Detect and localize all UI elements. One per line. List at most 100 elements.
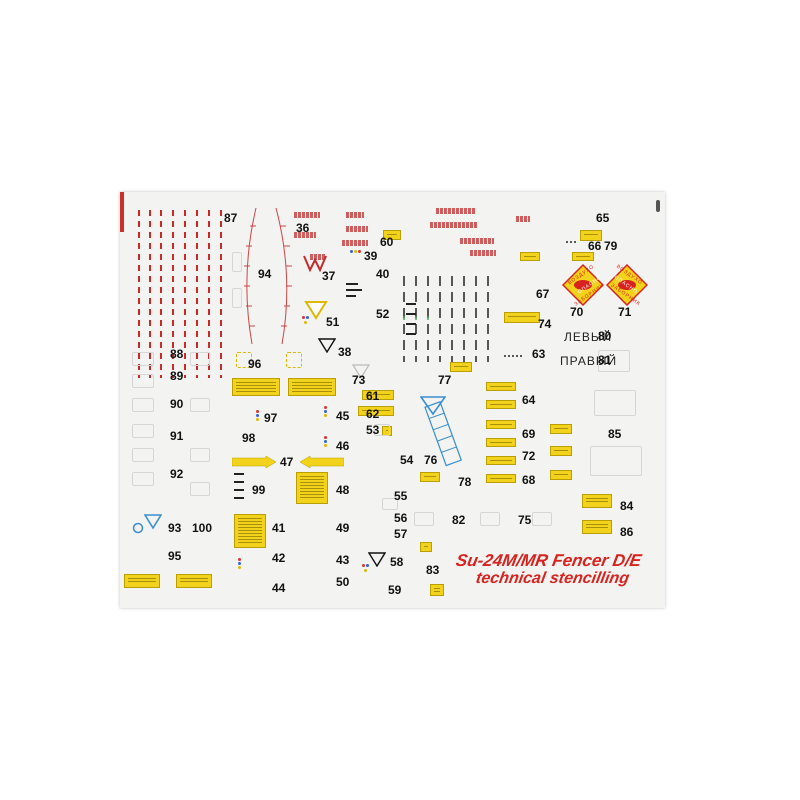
yellow-stencil-plate — [450, 362, 472, 372]
decal-number: 62 — [366, 407, 380, 421]
decal-number: 47 — [280, 455, 294, 469]
white-decal-outline — [232, 252, 242, 272]
yellow-stencil-plate — [582, 494, 612, 508]
decal-number: 49 — [336, 521, 350, 535]
white-decal-outline — [480, 512, 500, 526]
white-decal-outline — [594, 390, 636, 416]
sheet-pin — [656, 200, 660, 212]
decal-number: 79 — [604, 239, 618, 253]
decal-number: 52 — [376, 307, 390, 321]
decal-number: 50 — [336, 575, 350, 589]
decal-number: 99 — [252, 483, 266, 497]
decal-number: 89 — [170, 369, 184, 383]
air-intake-danger-diamond-left — [562, 264, 604, 306]
white-decal-outline — [190, 398, 210, 412]
blue-triangle-marker — [420, 396, 446, 416]
white-decal-outline — [590, 446, 642, 476]
red-stencil-text — [310, 254, 326, 260]
decal-number: 72 — [522, 449, 536, 463]
red-stencil-text — [516, 216, 530, 222]
color-dot-marker — [350, 250, 361, 260]
decal-number: 46 — [336, 439, 350, 453]
yellow-stencil-plate — [234, 514, 266, 548]
air-intake-danger-diamond-right — [606, 264, 648, 306]
decal-number: 100 — [192, 521, 213, 535]
yellow-stencil-plate — [420, 472, 440, 482]
label-right: ПРАВЫЙ — [560, 354, 618, 368]
red-stencil-text — [430, 222, 478, 228]
decal-number: 75 — [518, 513, 532, 527]
decal-number: 82 — [452, 513, 466, 527]
decal-number: 57 — [394, 527, 408, 541]
decal-number: 38 — [338, 345, 352, 359]
yellow-stencil-plate — [486, 474, 516, 483]
white-decal-outline — [132, 374, 154, 388]
color-dot-marker — [324, 406, 334, 417]
white-decal-outline — [532, 512, 552, 526]
color-dot-marker — [324, 436, 334, 447]
sheet-title: Su-24M/MR Fencer D/E — [454, 551, 643, 570]
decal-number: 68 — [522, 473, 536, 487]
decal-number: 94 — [258, 267, 272, 281]
curved-scale-marks — [244, 207, 292, 345]
yellow-stencil-plate — [383, 230, 401, 240]
decal-number: 44 — [272, 581, 286, 595]
color-dot-marker — [302, 316, 312, 326]
yellow-stencil-plate — [232, 378, 280, 396]
yellow-stencil-plate — [572, 252, 594, 261]
red-stencil-text — [460, 238, 494, 244]
decal-number: 73 — [352, 373, 366, 387]
white-decal-outline — [132, 352, 154, 366]
white-decal-outline — [598, 350, 630, 372]
blue-rosette-icon — [132, 522, 144, 534]
yellow-stencil-plate — [288, 378, 336, 396]
color-dot-marker — [238, 558, 248, 569]
white-decal-outline — [232, 288, 242, 308]
decal-number: 69 — [522, 427, 536, 441]
decal-number: 51 — [326, 315, 340, 329]
black-tick-marks — [566, 241, 578, 243]
yellow-stencil-plate — [486, 400, 516, 409]
yellow-stencil-plate — [550, 470, 572, 480]
yellow-stencil-plate — [520, 252, 540, 261]
white-decal-outline — [132, 424, 154, 438]
decal-number: 98 — [242, 431, 256, 445]
yellow-stencil-plate — [296, 472, 328, 504]
decal-sheet: ВОЗДУХО ОПАСНО ЗАБОРНИК ВОЗДУХО ОПАСНО З… — [120, 192, 665, 608]
yellow-stencil-plate — [430, 584, 444, 596]
decal-number: 88 — [170, 347, 184, 361]
white-decal-outline — [374, 424, 390, 436]
color-dot-marker — [362, 564, 372, 574]
decal-number: 90 — [170, 397, 184, 411]
decal-number: 48 — [336, 483, 350, 497]
black-triangle-marker — [368, 552, 386, 567]
decal-number: 85 — [608, 427, 622, 441]
decal-number: 40 — [376, 267, 390, 281]
decal-number: 97 — [264, 411, 278, 425]
yellow-stencil-plate — [362, 390, 394, 400]
black-triangle-marker — [318, 338, 336, 353]
decal-number: 45 — [336, 409, 350, 423]
yellow-stencil-plate — [582, 520, 612, 534]
decal-number: 92 — [170, 467, 184, 481]
white-decal-outline — [190, 352, 210, 366]
decal-number: 42 — [272, 551, 286, 565]
black-tick-marks — [504, 355, 522, 357]
yellow-arrow-right — [232, 456, 276, 468]
yellow-stencil-plate — [580, 230, 602, 241]
red-dashed-stripes — [138, 210, 222, 378]
decal-number: 87 — [224, 211, 238, 225]
decal-number: 93 — [168, 521, 182, 535]
decal-number: 77 — [438, 373, 452, 387]
decal-number: 55 — [394, 489, 408, 503]
yellow-triangle-marker — [304, 301, 328, 320]
decal-number: 67 — [536, 287, 550, 301]
yellow-stencil-plate — [486, 438, 516, 447]
decal-number: 66 — [588, 239, 602, 253]
red-chevron-mark — [303, 255, 327, 273]
decal-number: 56 — [394, 511, 408, 525]
decal-number: 61 — [366, 389, 380, 403]
yellow-stencil-plate — [486, 456, 516, 465]
white-decal-outline — [236, 352, 252, 368]
decal-number: 96 — [248, 357, 262, 371]
